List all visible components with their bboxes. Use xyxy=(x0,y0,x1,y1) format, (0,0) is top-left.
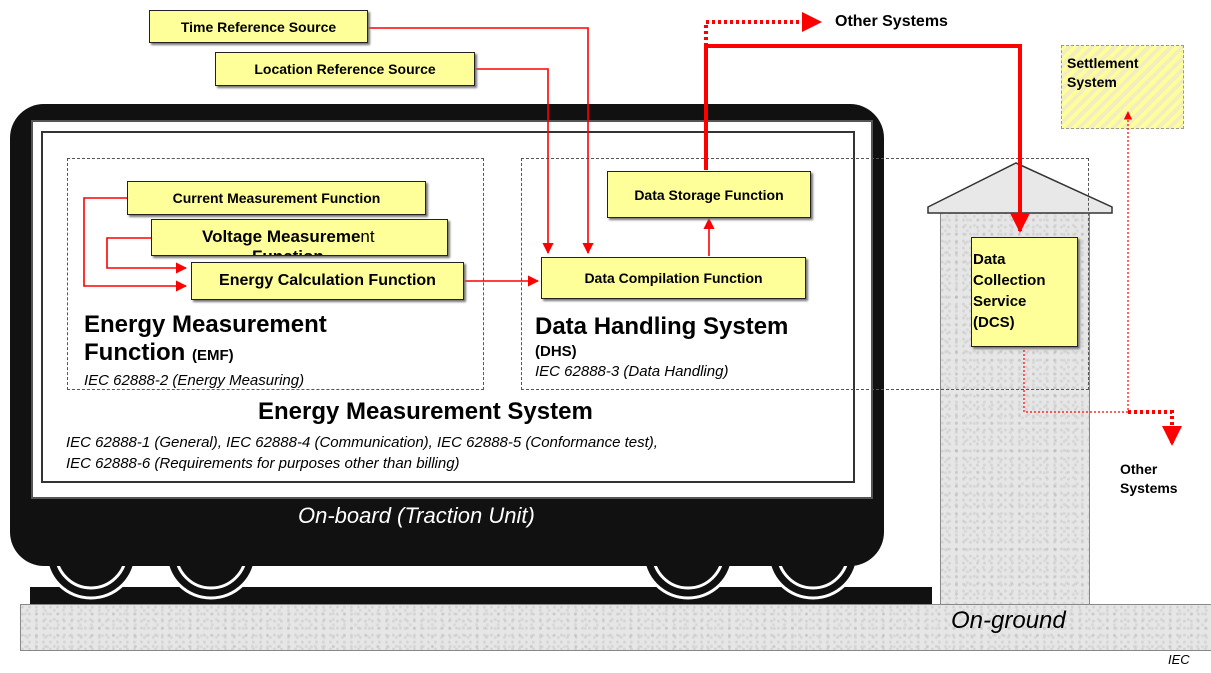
arrow-time-to-dcf xyxy=(368,27,594,255)
location-reference-label: Location Reference Source xyxy=(254,61,436,77)
arrow-voltage-to-energy xyxy=(106,237,188,274)
emf-title-line2: Function xyxy=(84,339,186,366)
current-measurement-function-box: Current Measurement Function xyxy=(127,181,426,215)
emf-title: Energy Measurement Function (EMF) xyxy=(84,311,327,370)
voltage-measurement-label: Voltage Measureme xyxy=(202,227,361,246)
time-reference-label: Time Reference Source xyxy=(180,18,337,35)
settlement-system-box: Settlement System xyxy=(1061,45,1184,129)
arrow-dcs-to-other-right xyxy=(1128,410,1182,446)
arrow-current-to-energy xyxy=(83,197,188,292)
voltage-measurement-label-cut: Function xyxy=(252,247,324,255)
onboard-label: On-board (Traction Unit) xyxy=(298,503,535,528)
arrow-storage-to-dcs xyxy=(704,44,1030,233)
voltage-measurement-label-rest: nt xyxy=(360,227,375,246)
arrow-location-to-dcf xyxy=(475,68,554,255)
dcs-label-line2: Collection xyxy=(973,272,1046,289)
energy-calculation-label: Energy Calculation Function xyxy=(219,272,436,289)
dhs-standard: IEC 62888-3 (Data Handling) xyxy=(535,363,729,380)
dhs-abbr: (DHS) xyxy=(535,343,577,360)
time-reference-source-box: Time Reference Source xyxy=(149,10,368,43)
dcs-label-line3: Service xyxy=(973,293,1027,310)
other-systems-right-line2: Systems xyxy=(1120,480,1178,496)
energy-calculation-function-box: Energy Calculation Function xyxy=(191,262,464,300)
ground-slab xyxy=(20,604,1211,651)
data-storage-function-box: Data Storage Function xyxy=(607,171,811,218)
other-systems-right-label: Other Systems xyxy=(1120,460,1178,498)
voltage-measurement-function-box: Voltage Measurement Function xyxy=(151,219,448,256)
dhs-title: Data Handling System xyxy=(535,313,789,340)
ems-standard-line2: IEC 62888-6 (Requirements for purposes o… xyxy=(66,455,460,472)
dcs-label-line1: Data xyxy=(973,251,1006,268)
data-compilation-label: Data Compilation Function xyxy=(584,270,763,286)
other-systems-top-label: Other Systems xyxy=(835,13,948,30)
onground-label: On-ground xyxy=(951,607,1066,634)
ems-title: Energy Measurement System xyxy=(258,398,593,425)
location-reference-source-box: Location Reference Source xyxy=(215,52,475,86)
data-compilation-function-box: Data Compilation Function xyxy=(541,257,806,299)
emf-standard: IEC 62888-2 (Energy Measuring) xyxy=(84,372,305,389)
data-storage-label: Data Storage Function xyxy=(634,186,784,203)
other-systems-right-line1: Other xyxy=(1120,461,1158,477)
settlement-label-line2: System xyxy=(1067,74,1117,90)
settlement-label-line1: Settlement xyxy=(1067,55,1139,71)
iec-mark: IEC xyxy=(1168,652,1190,667)
dcs-label-line4: (DCS) xyxy=(973,314,1015,331)
arrow-to-other-systems-top xyxy=(704,12,822,46)
dhs-boundary xyxy=(521,158,1089,390)
dcs-box: Data Collection Service (DCS) xyxy=(971,237,1078,347)
emf-boundary xyxy=(67,158,484,390)
current-measurement-label: Current Measurement Function xyxy=(172,190,381,206)
arrow-dcs-to-settlement xyxy=(1023,111,1133,413)
emf-abbr: (EMF) xyxy=(191,347,234,364)
emf-title-line1: Energy Measurement xyxy=(84,311,327,338)
ems-standard-line1: IEC 62888-1 (General), IEC 62888-4 (Comm… xyxy=(66,434,658,451)
